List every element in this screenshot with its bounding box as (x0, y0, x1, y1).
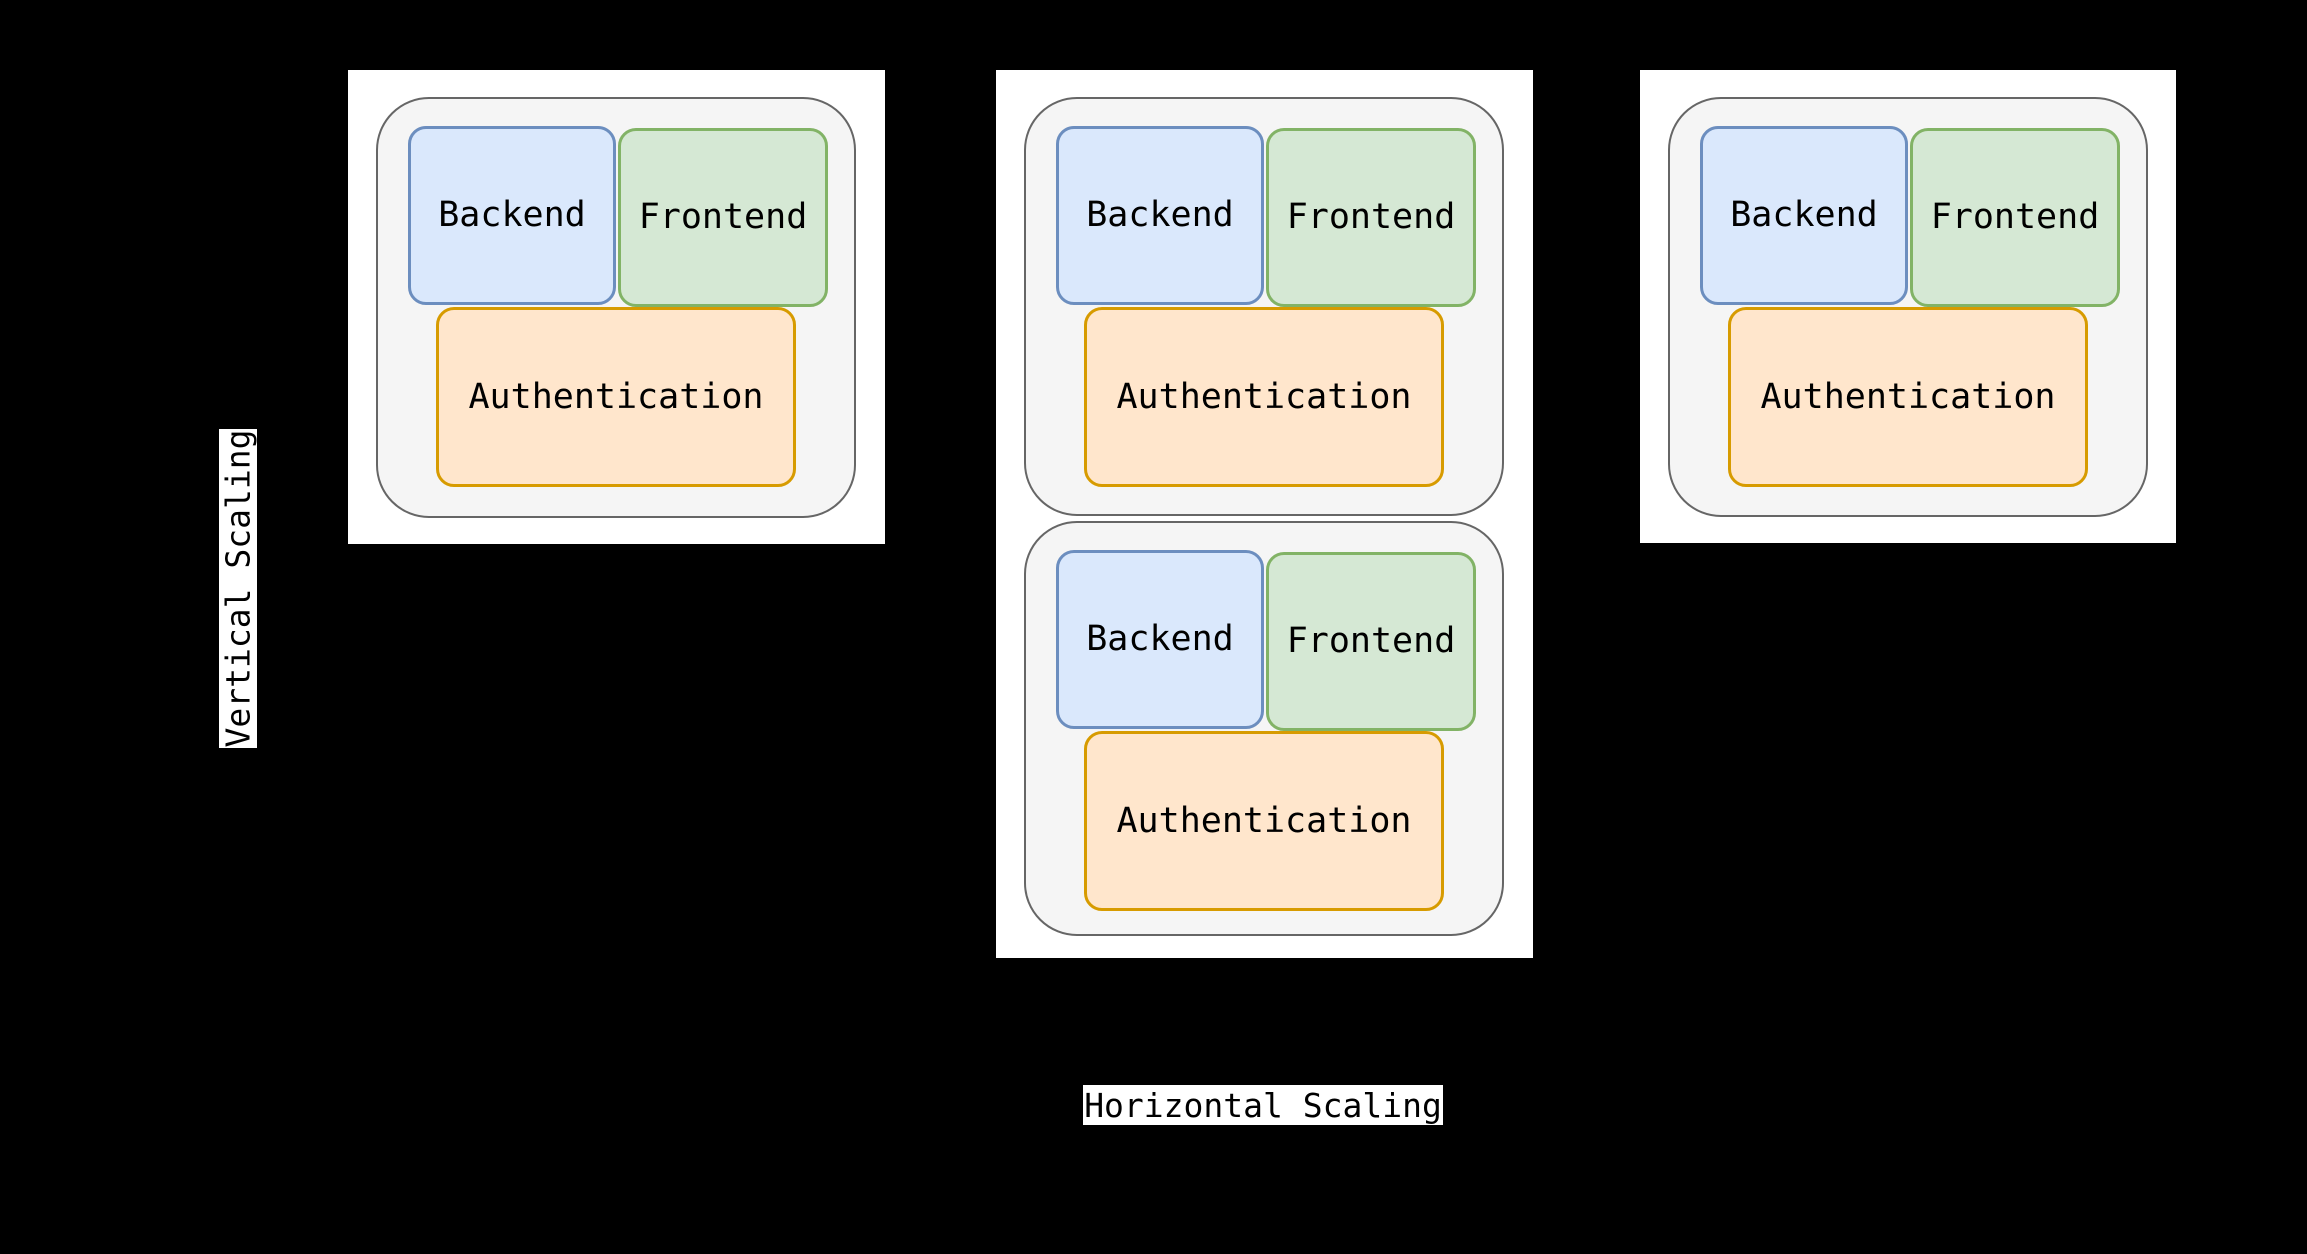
server-group: Backend Frontend Authentication (1024, 97, 1504, 516)
authentication-node-label: Authentication (1116, 376, 1412, 417)
authentication-node: Authentication (1728, 307, 2088, 487)
server-group: Backend Frontend Authentication (1668, 97, 2148, 517)
frontend-node: Frontend (618, 128, 828, 307)
backend-node-label: Backend (1730, 195, 1878, 235)
horizontal-scaling-label: Horizontal Scaling (1083, 1085, 1443, 1125)
backend-node-label: Backend (1086, 619, 1234, 659)
authentication-node: Authentication (1084, 307, 1444, 487)
vertical-scaling-label: Vertical Scaling (218, 429, 258, 748)
frontend-node-label: Frontend (1286, 197, 1456, 237)
vertical-scaling-label-text: Vertical Scaling (218, 429, 258, 748)
server-panel-middle: Backend Frontend Authentication Backend … (996, 70, 1533, 958)
backend-node: Backend (408, 126, 616, 305)
server-panel-left: Backend Frontend Authentication (348, 70, 885, 544)
authentication-node: Authentication (436, 307, 796, 487)
frontend-node-label: Frontend (638, 197, 808, 237)
authentication-node-label: Authentication (1760, 376, 2056, 417)
frontend-node: Frontend (1266, 128, 1476, 307)
server-panel-right: Backend Frontend Authentication (1640, 70, 2176, 543)
backend-node: Backend (1056, 550, 1264, 729)
backend-node-label: Backend (1086, 195, 1234, 235)
frontend-node: Frontend (1266, 552, 1476, 731)
frontend-node-label: Frontend (1930, 197, 2100, 237)
frontend-node-label: Frontend (1286, 621, 1456, 661)
backend-node: Backend (1700, 126, 1908, 305)
backend-node: Backend (1056, 126, 1264, 305)
server-group: Backend Frontend Authentication (1024, 521, 1504, 936)
authentication-node-label: Authentication (468, 376, 764, 417)
authentication-node: Authentication (1084, 731, 1444, 911)
authentication-node-label: Authentication (1116, 800, 1412, 841)
frontend-node: Frontend (1910, 128, 2120, 307)
server-group: Backend Frontend Authentication (376, 97, 856, 518)
horizontal-scaling-label-text: Horizontal Scaling (1084, 1085, 1442, 1125)
backend-node-label: Backend (438, 195, 586, 235)
